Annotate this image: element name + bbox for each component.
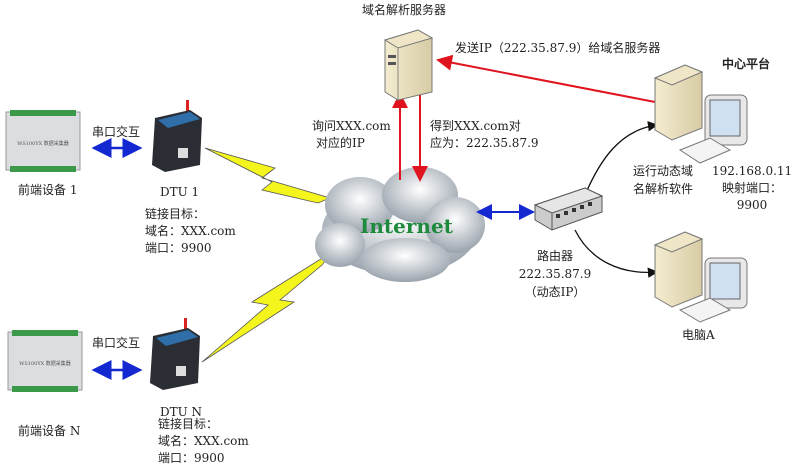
front-device-1-label: 前端设备 1 (18, 183, 78, 197)
dtu-n-name: DTU N (160, 405, 203, 419)
router-computer-a-link (574, 229, 659, 278)
center-platform-title: 中心平台 (722, 57, 771, 71)
center-port-label: 映射端口： (721, 181, 782, 195)
dtu-n-icon (150, 318, 200, 390)
dtu-n-target-label: 链接目标： (158, 417, 219, 431)
answer-label-2: 应为：222.35.87.9 (430, 136, 539, 150)
dns-server-icon (383, 29, 434, 101)
front-device-n-icon: WS100YX 数据采集器 (7, 330, 83, 392)
wireless-link-n (201, 251, 333, 363)
send-ip-arrow (436, 54, 656, 103)
svg-text:WS100YX 数据采集器: WS100YX 数据采集器 (19, 360, 71, 367)
center-ip: 192.168.0.11 (712, 164, 793, 178)
serial-label-1: 串口交互 (92, 125, 141, 139)
send-ip-label: 发送IP（222.35.87.9）给域名服务器 (455, 41, 661, 55)
svg-text:WS100YX 数据采集器: WS100YX 数据采集器 (17, 140, 69, 147)
router-ip-type: （动态IP） (524, 285, 586, 299)
software-label-1: 运行动态域 (633, 164, 694, 178)
query-label-1: 询问XXX.com (312, 119, 391, 133)
dns-server-title: 域名解析服务器 (362, 3, 447, 17)
answer-label-1: 得到XXX.com对 (430, 119, 521, 133)
router-center-link (584, 121, 659, 196)
router-label: 路由器 (536, 249, 573, 263)
computer-a-label: 电脑A (682, 328, 715, 342)
front-device-n-label: 前端设备 N (18, 424, 81, 438)
wireless-link-1 (204, 147, 332, 204)
internet-label: Internet (360, 214, 453, 238)
center-port: 9900 (736, 198, 768, 212)
dtu-1-target-label: 链接目标： (145, 207, 206, 221)
dtu-n-domain: 域名：XXX.com (158, 434, 249, 448)
dtu-1-port: 端口：9900 (145, 241, 212, 255)
center-platform-computer-icon (653, 64, 748, 164)
software-label-2: 名解析软件 (633, 182, 694, 196)
dtu-1-domain: 域名：XXX.com (145, 224, 236, 238)
dtu-1-name: DTU 1 (160, 185, 200, 199)
dtu-n-port: 端口：9900 (158, 451, 225, 465)
front-device-1-icon: WS100YX 数据采集器 (5, 110, 81, 172)
internet-cloud (315, 167, 485, 282)
computer-a-icon (653, 231, 748, 323)
dtu-1-icon (152, 100, 202, 172)
router-icon (533, 187, 604, 231)
serial-label-n: 串口交互 (92, 336, 141, 350)
router-ip: 222.35.87.9 (518, 267, 592, 281)
query-label-2: 对应的IP (316, 136, 365, 150)
